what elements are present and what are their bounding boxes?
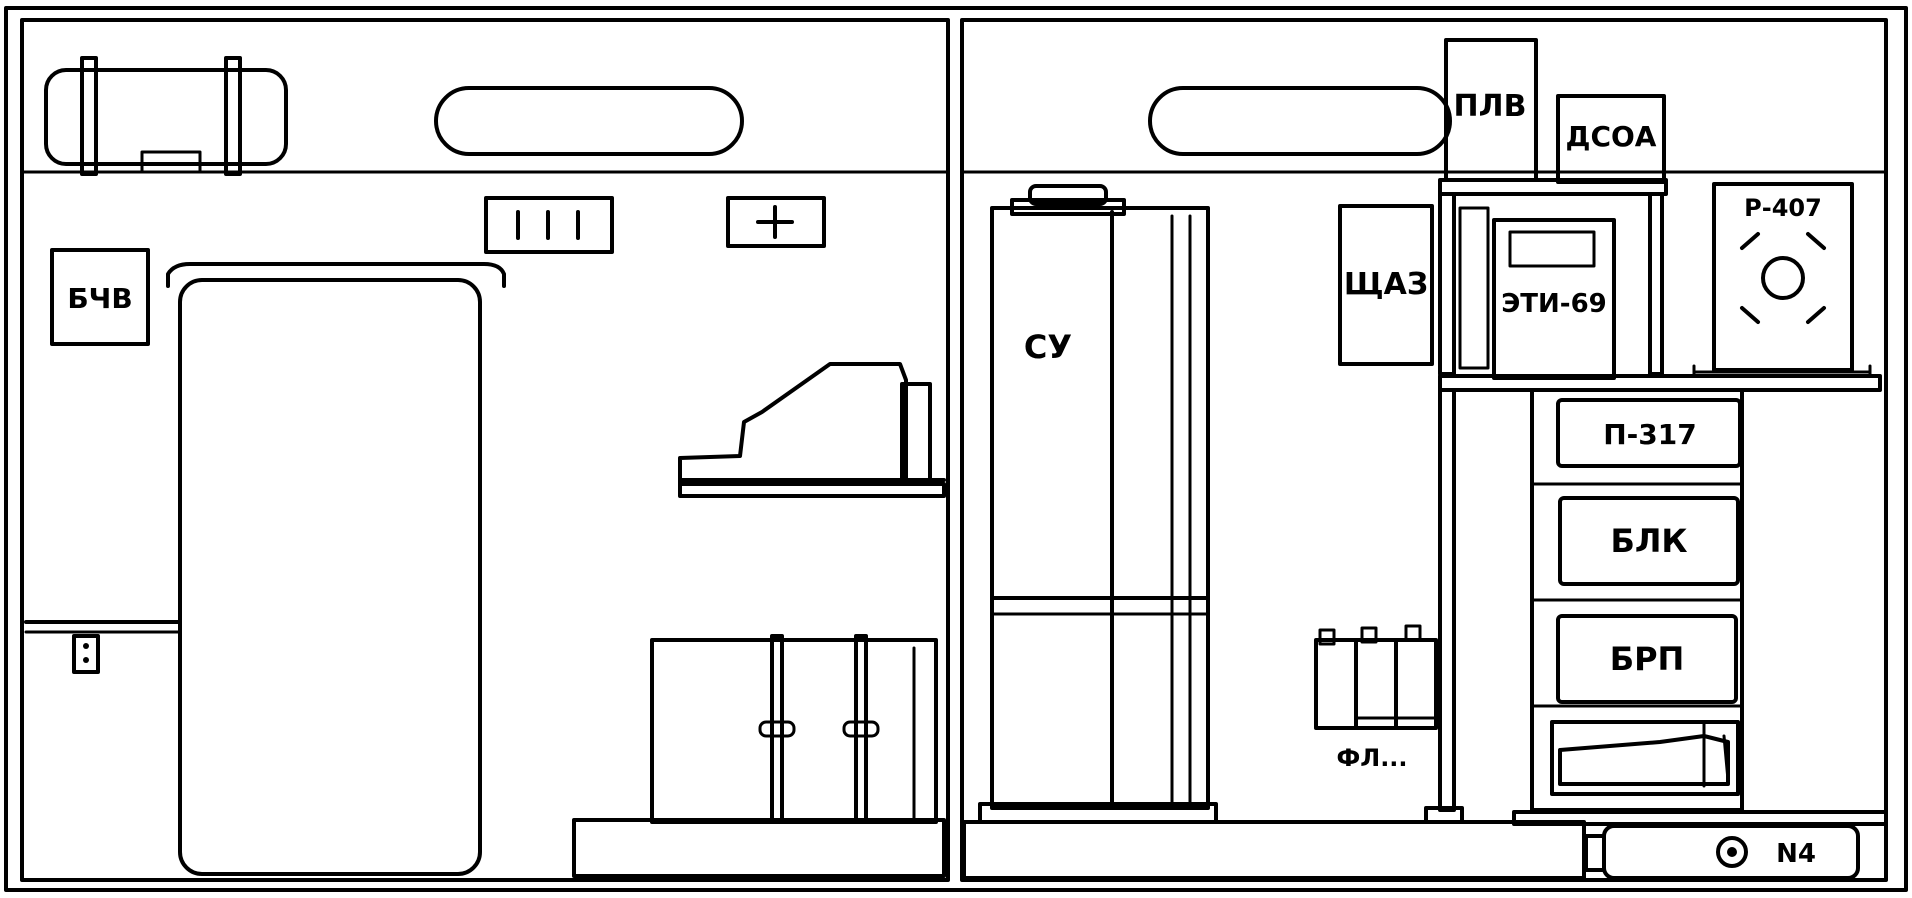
dsoa-unit: ДСОА (1556, 94, 1666, 184)
teleprinter-device (678, 362, 946, 498)
floor-platform-right (962, 820, 1586, 880)
schaz-label: ЩАЗ (1344, 267, 1428, 302)
outer-frame (4, 6, 1908, 892)
n4-cylinder: N4 (1512, 810, 1888, 880)
r407-radio: Р-407 (1692, 182, 1872, 378)
plv-label: ПЛВ (1454, 89, 1527, 124)
ceiling-lamp-right (1148, 86, 1452, 156)
fl-canisters: ФЛ... (1314, 624, 1438, 772)
schaz-panel: ЩАЗ (1338, 204, 1434, 366)
brp-unit: БРП (1556, 614, 1738, 704)
p317-label: П-317 (1603, 418, 1697, 451)
blk-label: БЛК (1610, 522, 1687, 560)
p317-unit: П-317 (1556, 398, 1742, 468)
eti-label: ЭТИ-69 (1501, 289, 1607, 319)
battery-block (572, 634, 946, 878)
panel-plus (726, 196, 826, 248)
bchv-label: БЧВ (67, 282, 132, 315)
su-label: СУ (1024, 328, 1072, 366)
n4-label: N4 (1776, 839, 1816, 869)
ceiling-lamp-left (434, 86, 744, 156)
blk-unit: БЛК (1558, 496, 1740, 586)
fl-label: ФЛ... (1336, 744, 1407, 772)
panel-bars (484, 196, 614, 254)
equipment-rack (1424, 178, 1882, 824)
ceiling-cylinder-tank (44, 56, 288, 176)
rack-drawer (1550, 720, 1740, 796)
left-compartment: БЧВ (24, 56, 946, 878)
dsoa-label: ДСОА (1566, 120, 1657, 153)
r407-label: Р-407 (1744, 194, 1822, 222)
brp-label: БРП (1610, 640, 1685, 678)
su-cabinet: СУ (978, 184, 1218, 824)
right-compartment: СУ ФЛ... ПЛВ ДСОА (962, 38, 1888, 880)
eti69-device: ЭТИ-69 (1492, 218, 1616, 380)
socket-icon (72, 634, 100, 674)
tall-cabinet (166, 262, 506, 876)
bchv-unit: БЧВ (50, 248, 150, 346)
plv-unit: ПЛВ (1444, 38, 1538, 182)
